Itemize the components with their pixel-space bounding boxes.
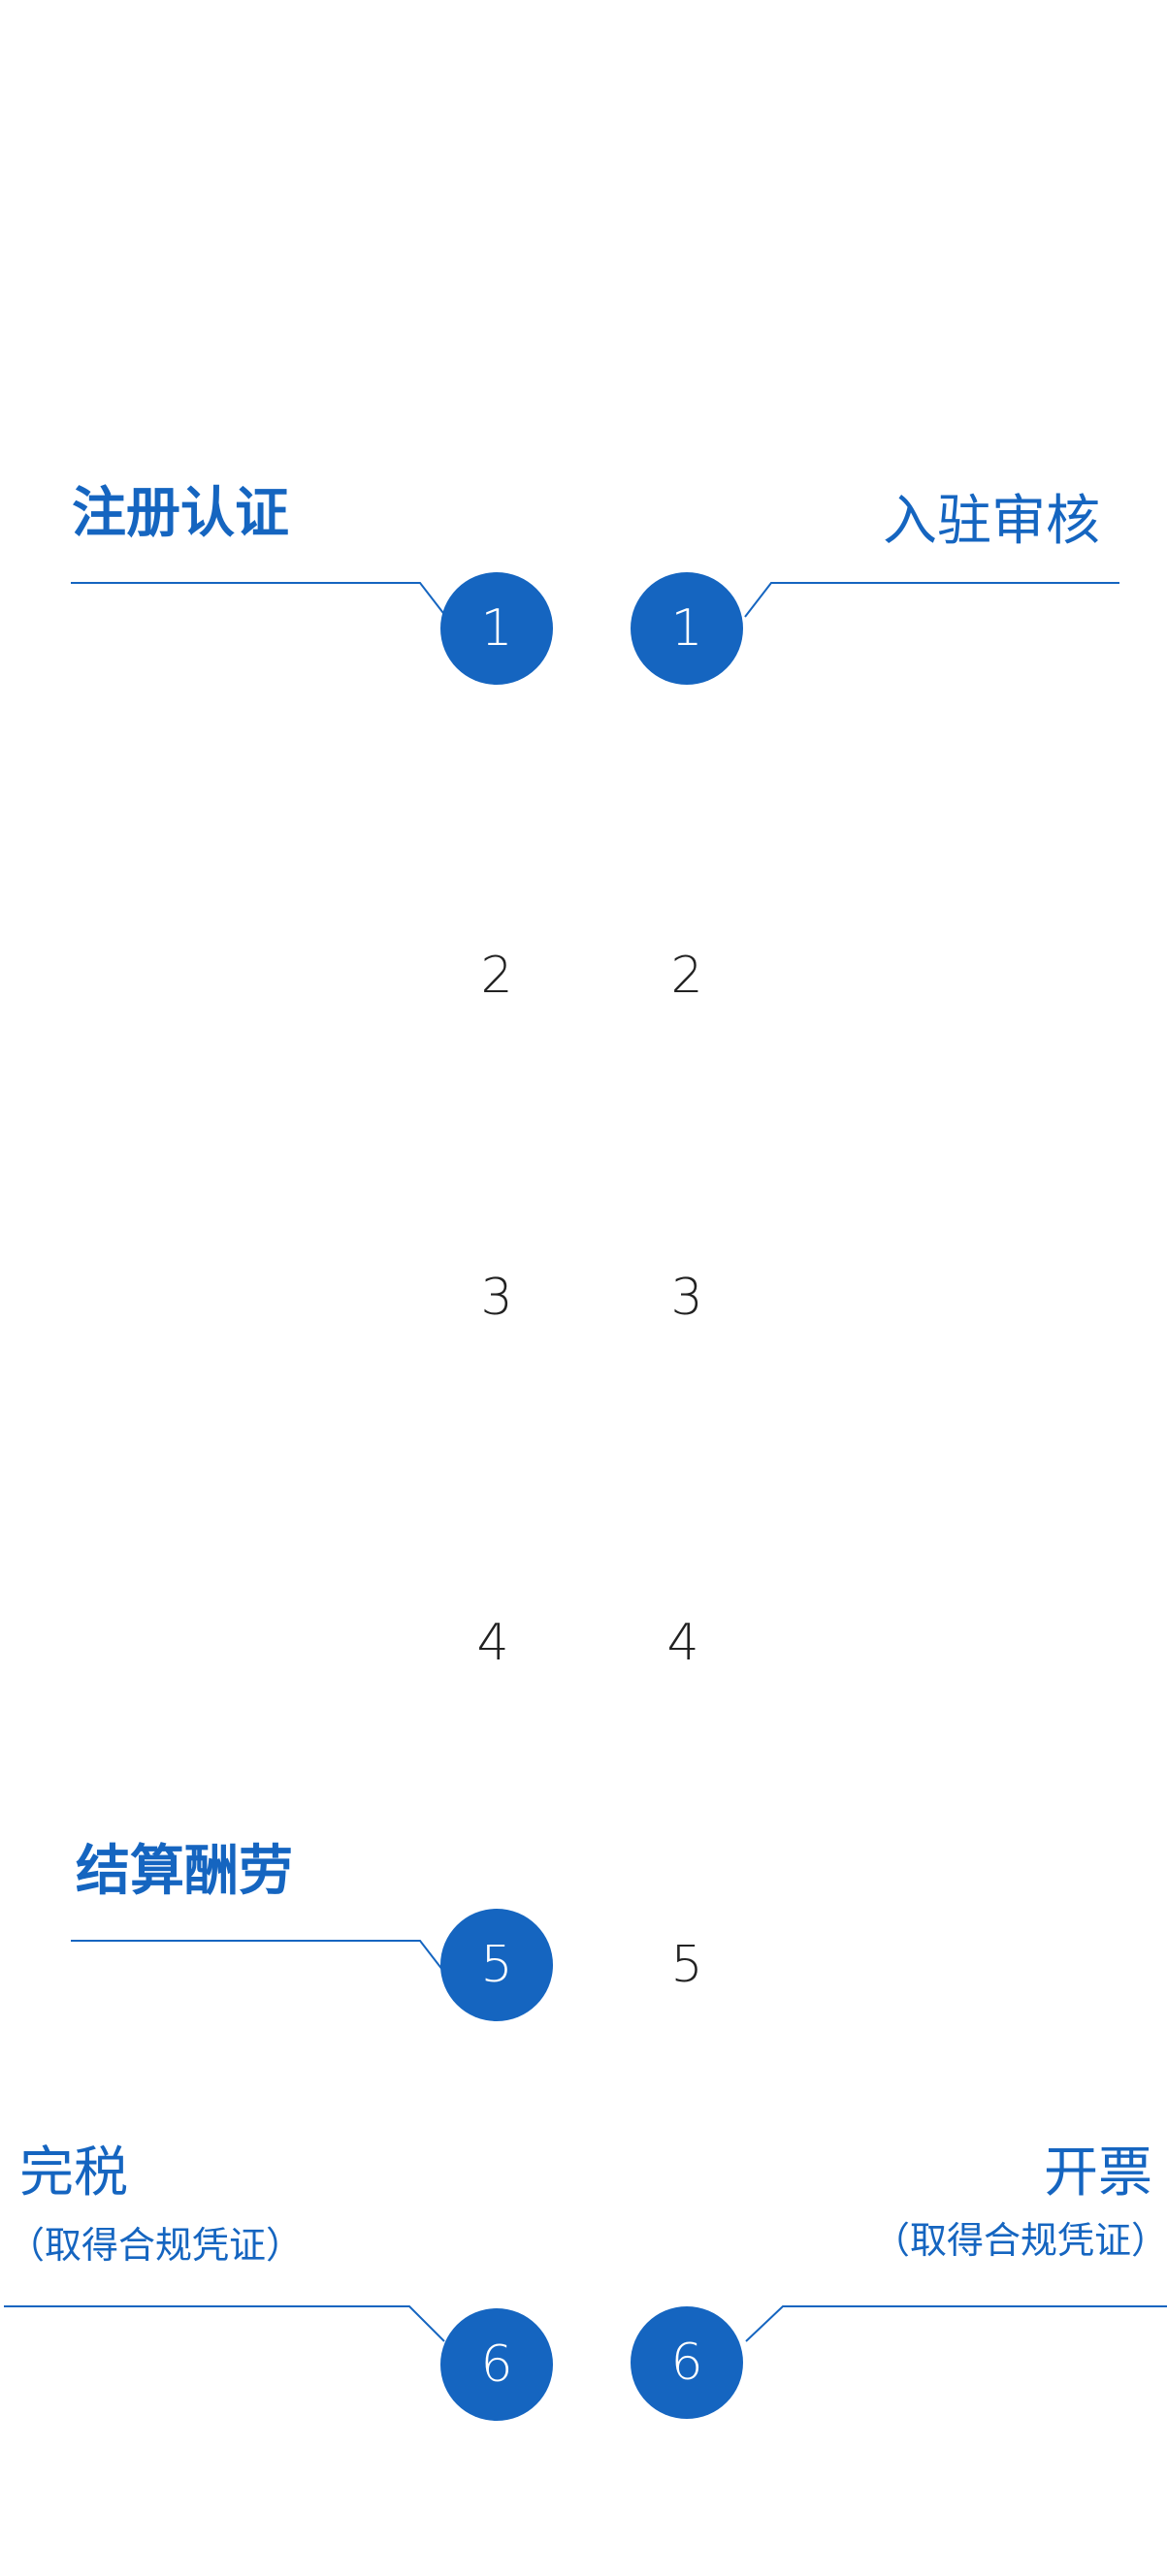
step-label-register: 注册认证 <box>72 482 289 545</box>
step-label-settle: 结算酬劳 <box>76 1840 293 1903</box>
right-step-5: 5 <box>670 1936 703 1994</box>
connector-tax <box>4 2305 445 2342</box>
right-step-1: 1 <box>631 572 743 685</box>
left-step-6: 6 <box>440 2308 553 2421</box>
left-step-5: 5 <box>440 1909 553 2021</box>
connector-register <box>71 582 447 618</box>
right-step-3: 3 <box>670 1269 703 1327</box>
connector-review <box>744 582 1119 618</box>
step-label-invoice: 开票 <box>1044 2141 1152 2205</box>
left-step-3: 3 <box>480 1269 513 1327</box>
connector-invoice <box>745 2305 1167 2342</box>
right-step-6: 6 <box>631 2306 743 2419</box>
left-step-1: 1 <box>440 572 553 685</box>
step-label-review: 入驻审核 <box>883 490 1100 553</box>
right-step-4: 4 <box>666 1614 699 1672</box>
left-step-2: 2 <box>480 947 513 1005</box>
step-note-invoice: （取得合规凭证） <box>873 2219 1167 2262</box>
step-label-tax: 完税 <box>19 2141 128 2205</box>
connector-settle <box>71 1940 447 1976</box>
step-note-tax: （取得合规凭证） <box>8 2224 304 2267</box>
left-step-4: 4 <box>476 1614 509 1672</box>
right-step-2: 2 <box>670 947 703 1005</box>
